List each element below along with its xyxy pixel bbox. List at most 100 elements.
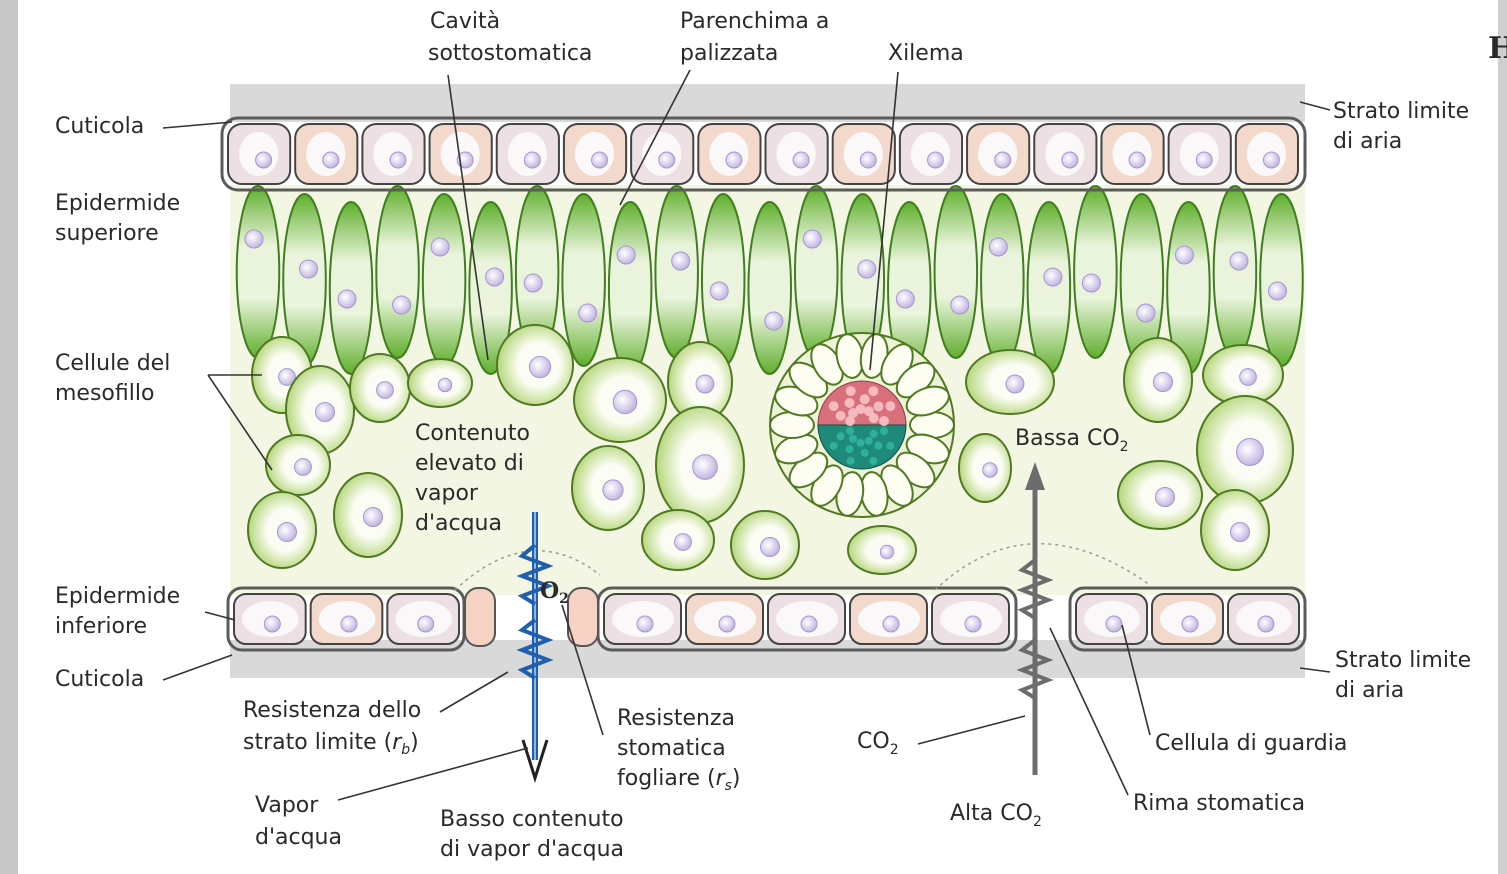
nucleus: [760, 537, 779, 556]
label-epidermide-sup-2: superiore: [55, 221, 159, 246]
phloem-cell: [830, 442, 838, 450]
label-cellula-guardia: Cellula di guardia: [1155, 731, 1347, 756]
nucleus: [965, 616, 981, 632]
nucleus: [256, 152, 272, 168]
label-parenchima-2: palizzata: [680, 41, 778, 66]
nucleus: [803, 230, 821, 248]
label-res-strato-1: Resistenza dello: [243, 698, 421, 723]
nucleus: [613, 390, 637, 414]
upper-air-boundary-layer: [230, 84, 1305, 122]
phloem-cell: [861, 449, 869, 457]
nucleus: [793, 152, 809, 168]
label-res-stomatica-1: Resistenza: [617, 706, 735, 731]
xylem-vessel: [860, 394, 870, 404]
nucleus: [277, 522, 296, 541]
nucleus: [801, 616, 817, 632]
nucleus: [1237, 439, 1264, 466]
nucleus: [710, 282, 728, 300]
nucleus: [524, 152, 540, 168]
label-epidermide-sup-1: Epidermide: [55, 191, 180, 216]
label-rima-stomatica: Rima stomatica: [1133, 791, 1305, 816]
label-strato-bottom-1: Strato limite: [1335, 648, 1471, 673]
lower-air-boundary-layer: [230, 640, 1305, 678]
label-res-strato-2: strato limite (rb): [243, 730, 419, 758]
nucleus: [418, 616, 434, 632]
label-cuticola-top: Cuticola: [55, 114, 144, 139]
nucleus: [995, 152, 1011, 168]
phloem-cell: [865, 437, 873, 445]
label-alta-co2: Alta CO2: [950, 801, 1042, 830]
nucleus: [693, 455, 718, 480]
vascular-bundle: [770, 332, 954, 518]
nucleus: [1240, 369, 1257, 386]
xylem-vessel: [885, 401, 895, 411]
nucleus: [1062, 152, 1078, 168]
label-vapor-2: d'acqua: [255, 825, 342, 850]
nucleus: [438, 378, 451, 391]
palisade-cell: [330, 202, 373, 374]
label-epidermide-inf-1: Epidermide: [55, 584, 180, 609]
nucleus: [295, 459, 312, 476]
nucleus: [860, 152, 876, 168]
palisade-cell: [795, 186, 838, 358]
label-epidermide-inf-2: inferiore: [55, 614, 147, 639]
label-vapor-1: Vapor: [255, 793, 319, 818]
nucleus: [529, 356, 550, 377]
palisade-cell: [562, 194, 605, 366]
nucleus: [696, 375, 714, 393]
nucleus: [672, 252, 690, 270]
palisade-cell: [1028, 202, 1071, 374]
nucleus: [579, 304, 597, 322]
nucleus: [1129, 152, 1145, 168]
nucleus: [603, 480, 623, 500]
corner-mark: H: [1488, 31, 1507, 66]
label-bassa-co2: Bassa CO2: [1015, 426, 1129, 455]
nucleus: [1268, 282, 1286, 300]
label-cavita-2: sottostomatica: [428, 41, 592, 66]
nucleus: [765, 312, 783, 330]
label-mesofillo-1: Cellule del: [55, 351, 170, 376]
label-cavita-1: Cavità: [430, 9, 500, 34]
nucleus: [393, 296, 411, 314]
palisade-cell: [1260, 194, 1303, 366]
label-xilema: Xilema: [888, 41, 964, 66]
palisade-cell: [935, 186, 978, 358]
nucleus: [431, 238, 449, 256]
phloem-cell: [880, 427, 888, 435]
palisade-cell: [376, 186, 419, 358]
label-basso-2: di vapor d'acqua: [440, 837, 624, 862]
nucleus: [1044, 268, 1062, 286]
nucleus: [390, 152, 406, 168]
label-basso-1: Basso contenuto: [440, 807, 624, 832]
phloem-cell: [874, 442, 882, 450]
nucleus: [245, 230, 263, 248]
nucleus: [486, 268, 504, 286]
nucleus: [1155, 487, 1174, 506]
label-contenuto-1: Contenuto: [415, 421, 530, 446]
phloem-cell: [846, 445, 854, 453]
nucleus: [927, 152, 943, 168]
xylem-vessel: [845, 398, 855, 408]
nucleus: [880, 545, 893, 558]
nucleus: [617, 246, 635, 264]
xylem-vessel: [836, 411, 846, 421]
nucleus: [377, 382, 394, 399]
phloem-cell: [846, 427, 854, 435]
palisade-cell: [655, 186, 698, 358]
phloem-cell: [847, 457, 855, 465]
palisade-cell: [1214, 186, 1257, 358]
palisade-cell: [748, 202, 791, 374]
nucleus: [883, 616, 899, 632]
palisade-cell: [609, 202, 652, 374]
label-cuticola-bottom: Cuticola: [55, 667, 144, 692]
xylem-vessel: [868, 386, 878, 396]
label-res-stomatica-2: stomatica: [617, 736, 726, 761]
xylem-vessel: [873, 401, 883, 411]
phloem-cell: [837, 432, 845, 440]
phloem-cell: [857, 439, 865, 447]
nucleus: [858, 260, 876, 278]
nucleus: [1153, 372, 1172, 391]
xylem-vessel: [879, 416, 889, 426]
